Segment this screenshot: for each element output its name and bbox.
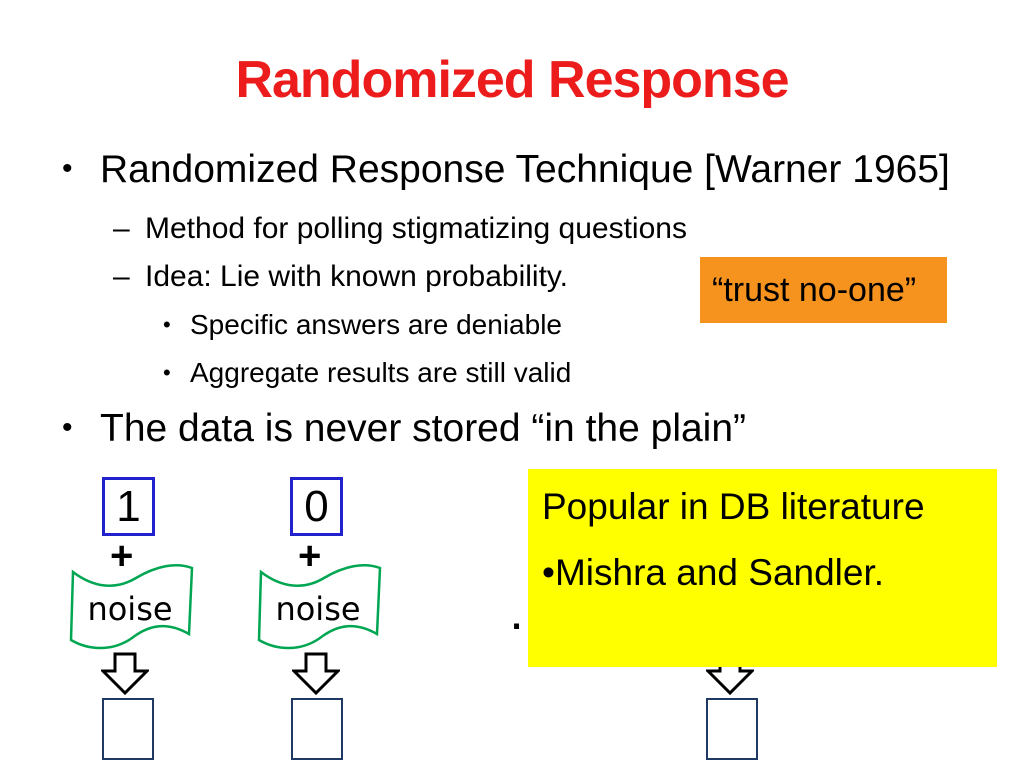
bullet-text: Idea: Lie with known probability.	[145, 260, 569, 293]
bullet-line: • Aggregate results are still valid	[163, 357, 571, 389]
noise-label: noise	[87, 590, 172, 628]
popular-note: Popular in DB literature •Mishra and San…	[528, 469, 997, 667]
bullet-line: • Specific answers are deniable	[163, 309, 562, 341]
bullet-text: Method for polling stigmatizing question…	[145, 212, 687, 245]
input-value: 1	[116, 481, 141, 531]
bullet-marker: •	[62, 411, 73, 444]
bullet-text: The data is never stored “in the plain”	[100, 407, 747, 450]
input-box-1: 1	[102, 477, 155, 536]
noise-flag: noise	[257, 564, 382, 650]
popular-note-line1: Popular in DB literature	[542, 486, 925, 527]
input-box-2: 0	[290, 477, 343, 536]
dash-marker: –	[113, 260, 130, 293]
down-arrow-icon	[292, 652, 340, 695]
slide-title: Randomized Response	[235, 51, 789, 109]
down-arrow-icon	[101, 652, 149, 695]
trust-no-one-callout: “trust no-one”	[700, 257, 947, 323]
bullet-line: – Method for polling stigmatizing questi…	[113, 212, 687, 246]
bullet-text: Randomized Response Technique [Warner 19…	[100, 148, 950, 191]
output-box-1	[102, 698, 154, 760]
bullet-text: Specific answers are deniable	[190, 309, 562, 340]
bullet-line: • Randomized Response Technique [Warner …	[62, 148, 950, 192]
dash-marker: –	[113, 212, 130, 245]
input-value: 0	[304, 481, 329, 531]
plus-sign: +	[298, 534, 322, 578]
flag-wave-outline	[69, 564, 194, 650]
output-box-3	[706, 698, 758, 760]
bullet-marker: •	[163, 360, 171, 385]
noise-label: noise	[275, 590, 360, 628]
bullet-line: • The data is never stored “in the plain…	[62, 407, 746, 451]
flag-wave-outline	[257, 564, 382, 650]
bullet-marker: •	[163, 312, 171, 337]
trust-no-one-text: “trust no-one”	[712, 270, 917, 309]
output-box-2	[291, 698, 343, 760]
bullet-text: Aggregate results are still valid	[190, 357, 572, 388]
bullet-line: – Idea: Lie with known probability.	[113, 260, 568, 294]
plus-sign: +	[110, 534, 134, 578]
noise-flag: noise	[69, 564, 194, 650]
popular-note-line2: •Mishra and Sandler.	[542, 552, 885, 593]
bullet-marker: •	[62, 152, 73, 185]
